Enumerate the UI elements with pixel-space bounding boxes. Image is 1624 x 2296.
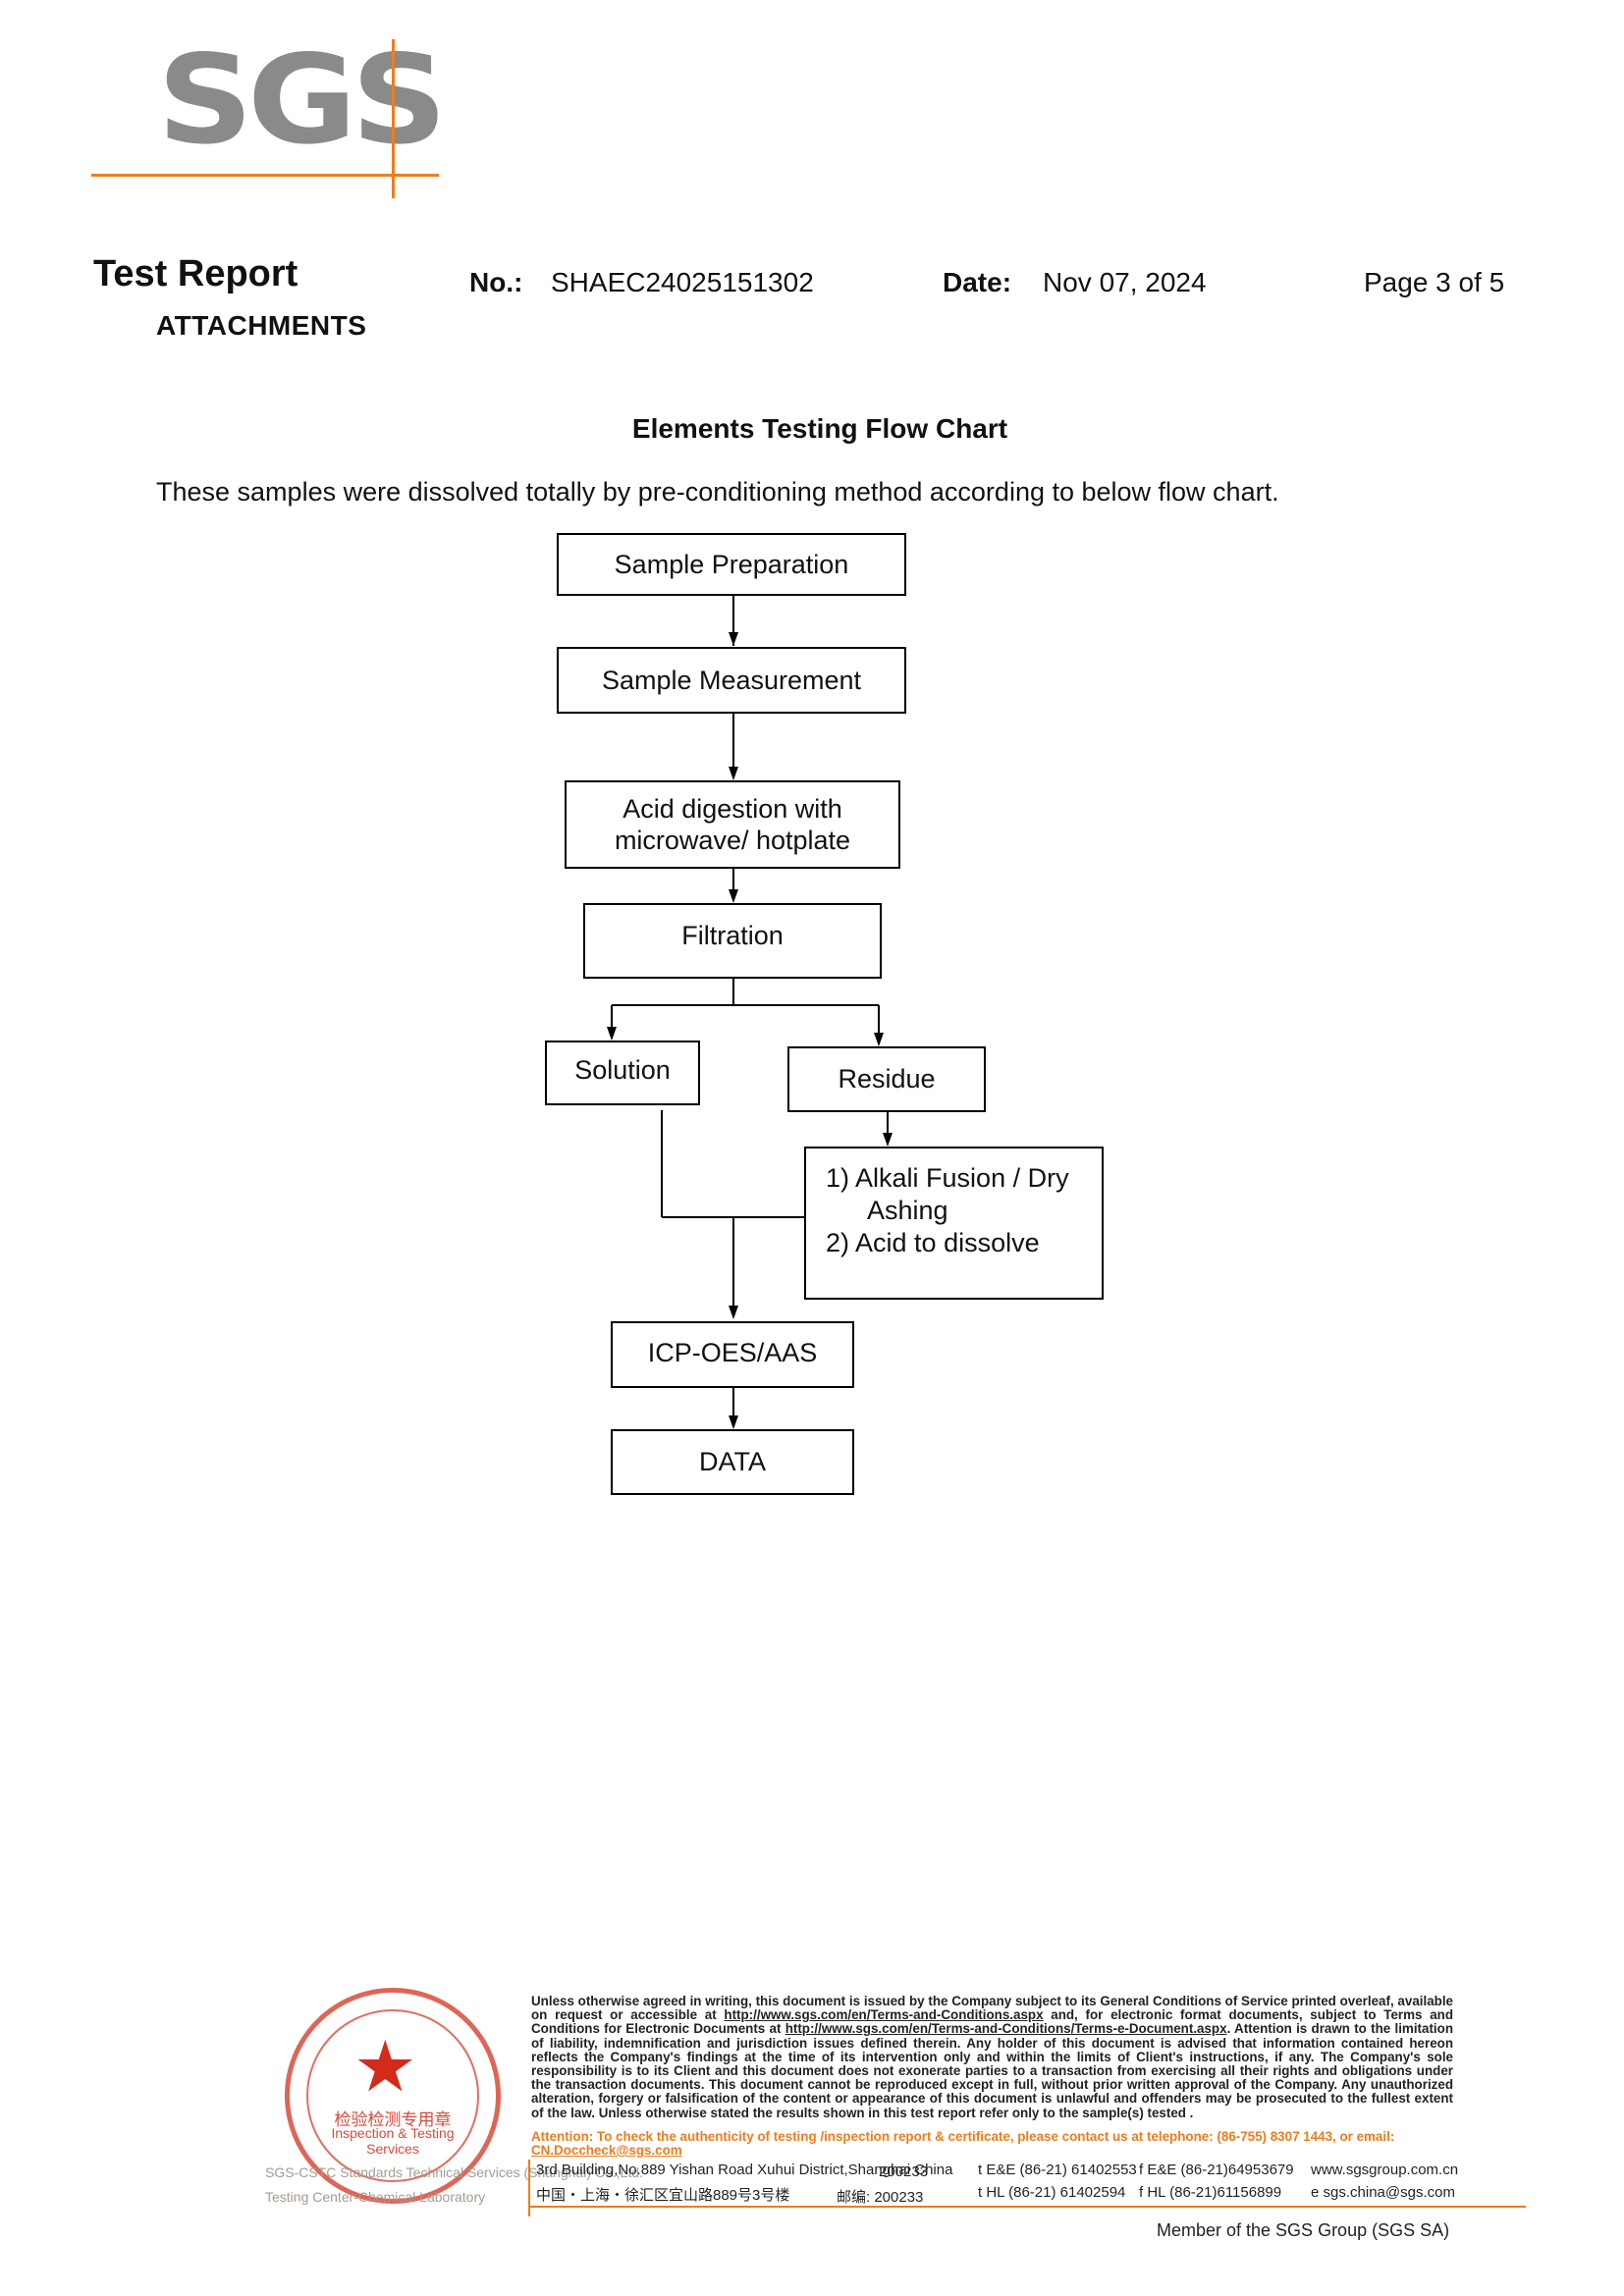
report-subtitle: ATTACHMENTS — [156, 310, 367, 341]
flow-residue-steps: 1) Alkali Fusion / Dry Ashing 2) Acid to… — [804, 1147, 1104, 1300]
address-en: 3rd Building,No.889 Yishan Road Xuhui Di… — [536, 2162, 953, 2178]
email: e sgs.china@sgs.com — [1311, 2184, 1455, 2201]
fax-hl: f HL (86-21)61156899 — [1139, 2184, 1282, 2201]
flow-sample-preparation: Sample Preparation — [557, 533, 906, 596]
company-seal-inner-ring — [306, 2009, 479, 2182]
report-date: Nov 07, 2024 — [1043, 267, 1207, 297]
footer-orange-vline — [528, 2160, 530, 2216]
flow-sample-measurement-label: Sample Measurement — [601, 665, 862, 695]
flow-data: DATA — [611, 1429, 854, 1495]
flow-filtration-label: Filtration — [681, 921, 784, 950]
attention-notice: Attention: To check the authenticity of … — [531, 2129, 1453, 2159]
report-title: Test Report — [93, 253, 298, 294]
report-number: SHAEC24025151302 — [551, 267, 814, 297]
sgs-logo: SGS — [157, 28, 448, 173]
legal-disclaimer: Unless otherwise agreed in writing, this… — [531, 1994, 1454, 2120]
intro-text: These samples were dissolved totally by … — [156, 477, 1279, 507]
seal-star-icon: ★ — [353, 2028, 417, 2107]
flow-icp-label: ICP-OES/AAS — [647, 1338, 818, 1367]
terms-link[interactable]: http://www.sgs.com/en/Terms-and-Conditio… — [724, 2007, 1044, 2023]
zip-en: 200233 — [879, 2163, 929, 2180]
seal-lab-name: Testing Center-Chemical Laboratory — [265, 2189, 486, 2205]
flow-acid-digestion-line1: Acid digestion with — [623, 793, 842, 824]
sgs-member-line: Member of the SGS Group (SGS SA) — [1157, 2220, 1450, 2240]
zip-cn: 邮编: 200233 — [837, 2189, 924, 2206]
flow-sample-preparation-label: Sample Preparation — [614, 549, 849, 579]
flow-solution-label: Solution — [574, 1055, 671, 1085]
flow-solution: Solution — [545, 1041, 700, 1105]
flow-residue-step2: 2) Acid to dissolve — [826, 1227, 1040, 1257]
address-cn: 中国・上海・徐汇区宜山路889号3号楼 — [536, 2187, 790, 2204]
seal-english-text: Inspection & Testing Services — [331, 2125, 455, 2157]
flow-residue-step1-cont: Ashing — [867, 1195, 948, 1225]
flow-data-label: DATA — [698, 1447, 766, 1477]
legal-text-3: . Attention is drawn to the limitation o… — [531, 2021, 1453, 2120]
seal-chinese-text: 检验检测专用章 — [334, 2110, 452, 2129]
fax-ee: f E&E (86-21)64953679 — [1139, 2162, 1294, 2178]
flow-residue-label: Residue — [838, 1064, 936, 1095]
terms-e-document-link[interactable]: http://www.sgs.com/en/Terms-and-Conditio… — [785, 2021, 1227, 2037]
flow-icp: ICP-OES/AAS — [611, 1321, 854, 1388]
attention-text: Attention: To check the authenticity of … — [531, 2129, 1395, 2144]
report-date-label: Date: — [943, 267, 1012, 297]
flow-acid-digestion: Acid digestion with microwave/ hotplate — [565, 780, 900, 869]
page-number: Page 3 of 5 — [1364, 267, 1505, 297]
flow-filtration: Filtration — [583, 903, 882, 979]
footer-orange-hline — [528, 2206, 1526, 2208]
seal-company-name: SGS-CSTC Standards Technical Services (S… — [265, 2164, 643, 2180]
report-number-label: No.: — [469, 267, 523, 297]
tel-ee: t E&E (86-21) 61402553 — [978, 2162, 1137, 2178]
flow-residue: Residue — [787, 1046, 986, 1112]
logo-orange-vline — [392, 39, 395, 198]
flow-residue-step1: 1) Alkali Fusion / Dry — [826, 1163, 1069, 1193]
logo-orange-hline — [91, 174, 439, 177]
flow-sample-measurement: Sample Measurement — [557, 647, 906, 714]
legal-text-1: Unless otherwise agreed in writing, this… — [531, 1994, 1453, 2023]
flowchart-connectors — [607, 595, 893, 1429]
flow-acid-digestion-line2: microwave/ hotplate — [614, 826, 851, 855]
company-seal — [285, 1988, 501, 2204]
doccheck-email-link[interactable]: CN.Doccheck@sgs.com — [531, 2143, 682, 2159]
tel-hl: t HL (86-21) 61402594 — [978, 2184, 1126, 2201]
section-title: Elements Testing Flow Chart — [631, 413, 1008, 444]
website: www.sgsgroup.com.cn — [1311, 2162, 1459, 2178]
legal-text-2: and, for electronic format documents, su… — [531, 2007, 1454, 2037]
